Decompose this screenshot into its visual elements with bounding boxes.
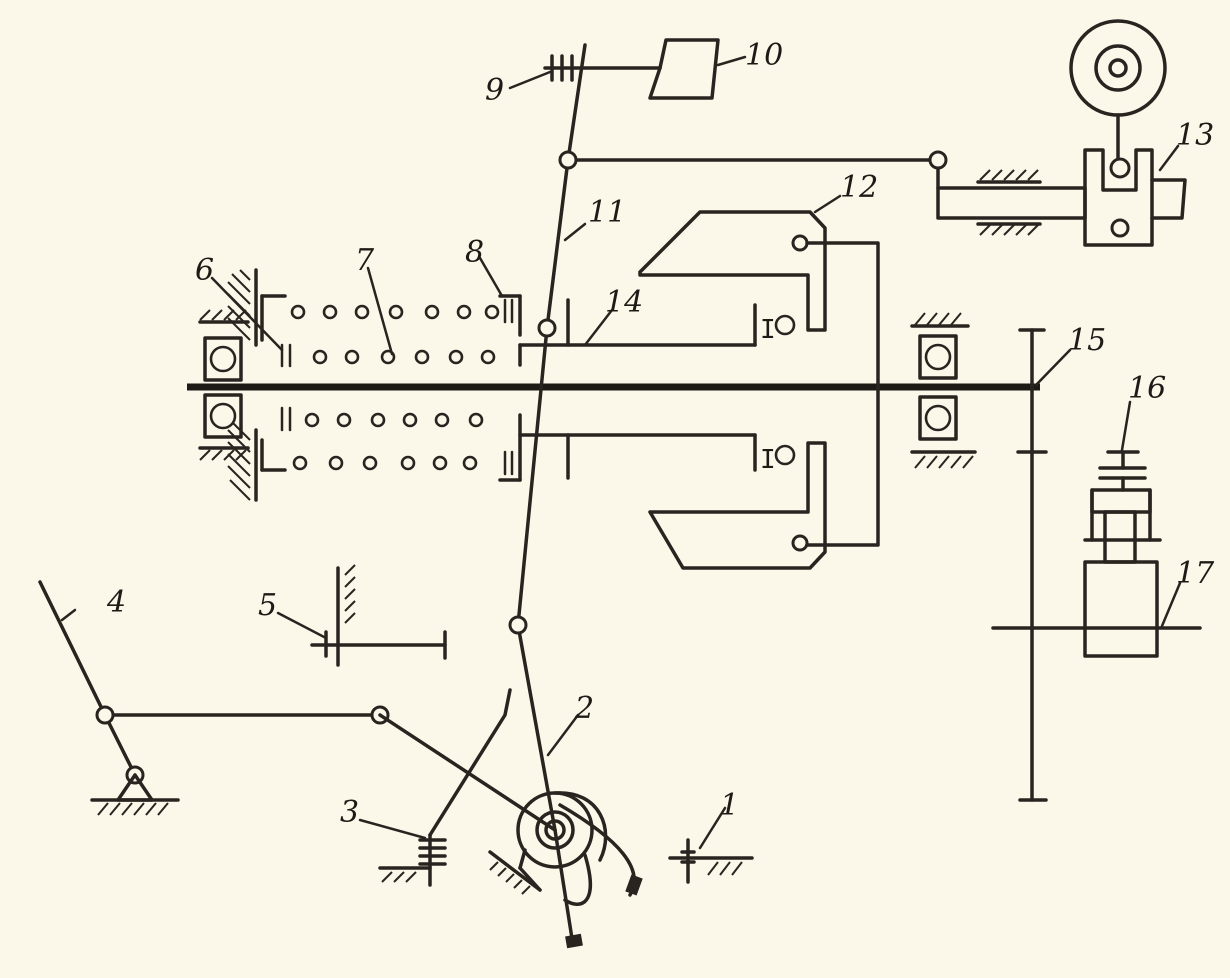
brake-3	[378, 688, 512, 887]
callout-5: 5	[258, 588, 277, 623]
callout-1: 1	[720, 788, 739, 823]
pivot-right	[928, 150, 948, 170]
clutch-jaw-12-bottom: I	[648, 433, 827, 570]
callout-14: 14	[605, 285, 643, 320]
hand-lever-4	[38, 580, 390, 816]
callout-3: 3	[340, 795, 359, 830]
central-hub	[488, 791, 643, 906]
brake-5	[310, 564, 447, 667]
callout-4: 4	[106, 585, 126, 620]
clutch-link-rod	[805, 241, 880, 547]
brake-9	[543, 54, 662, 82]
reel-13	[936, 19, 1187, 247]
svg-text:I: I	[760, 445, 776, 475]
cam-10	[648, 38, 720, 100]
callout-8: 8	[465, 235, 484, 270]
left-bearing-top	[203, 336, 243, 382]
left-bearing-bottom	[203, 393, 243, 439]
main-lever-11	[516, 43, 587, 627]
callout-6: 6	[195, 253, 214, 288]
callout-16: 16	[1128, 371, 1166, 406]
left-housing	[198, 268, 258, 502]
callout-10: 10	[745, 38, 783, 73]
brake-1	[668, 838, 754, 884]
gear-assembly-16	[1083, 450, 1162, 564]
callout-12: 12	[840, 170, 878, 205]
vertical-shaft-15	[991, 328, 1202, 802]
callout-15: 15	[1068, 323, 1106, 358]
callout-labels: 1 2 3 4 5 6 7 8 9 10 11 12 13 14 15 16 1…	[106, 38, 1215, 830]
callout-11: 11	[588, 195, 626, 230]
gearbox-17	[1083, 560, 1159, 658]
svg-text:I: I	[760, 315, 776, 345]
pivot-clutch	[537, 318, 557, 338]
callout-17: 17	[1176, 556, 1215, 591]
callout-7: 7	[355, 243, 375, 278]
right-bearings	[910, 312, 977, 469]
callout-leaders	[60, 55, 1182, 850]
stop-plate-6	[260, 294, 292, 472]
pedal-lever-2	[508, 615, 583, 949]
callout-2: 2	[574, 691, 594, 726]
callout-13: 13	[1176, 118, 1214, 153]
thrust-plate-8	[498, 294, 757, 482]
spring-coils-7	[290, 304, 500, 471]
clutch-jaw-12-top: I	[638, 210, 827, 347]
callout-9: 9	[485, 73, 504, 108]
pivot-upper	[558, 150, 578, 170]
